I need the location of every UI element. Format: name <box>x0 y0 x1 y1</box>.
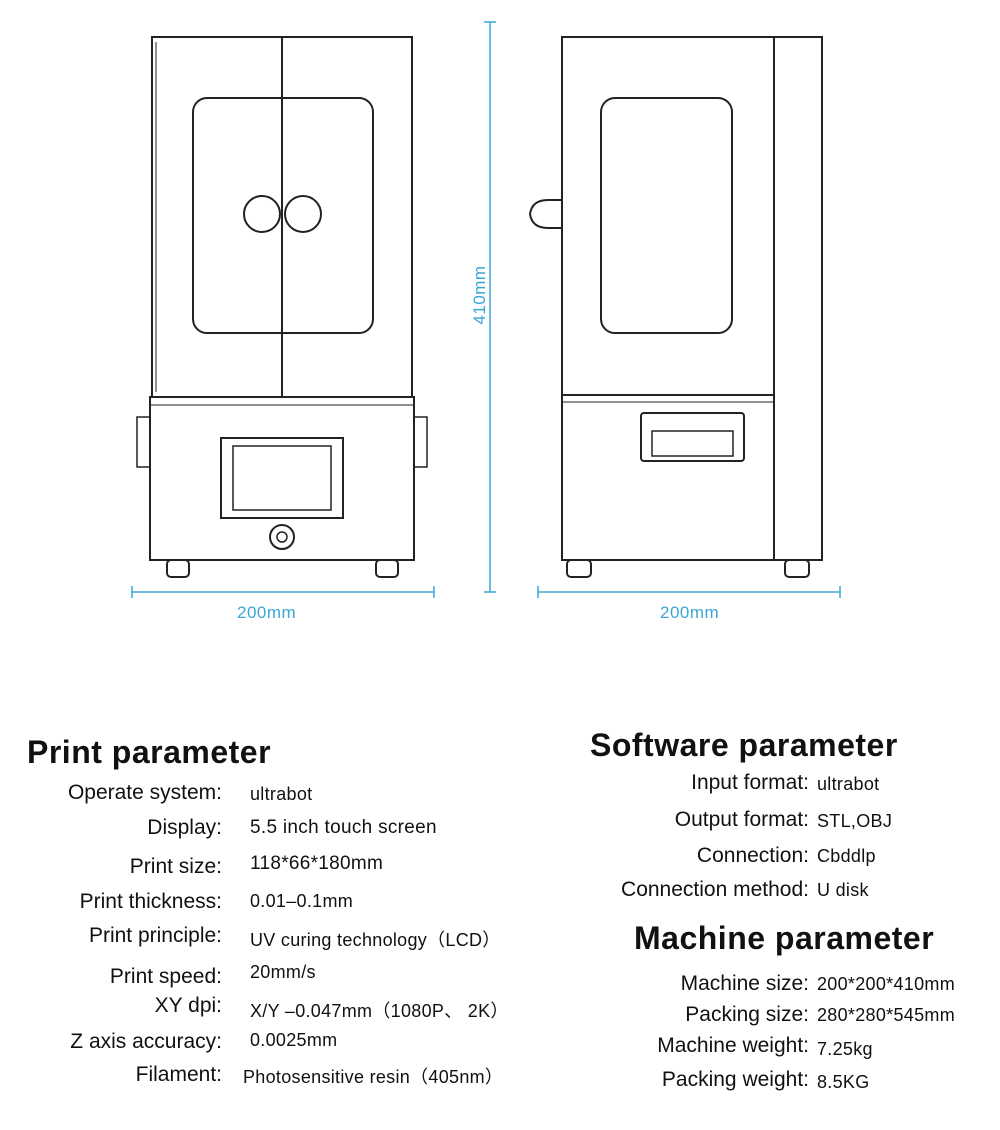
print-row-value: X/Y –0.047mm（1080P、 2K） <box>250 1001 509 1021</box>
side-base <box>561 394 775 561</box>
front-base <box>149 396 415 561</box>
print-row-value: 0.01–0.1mm <box>250 891 354 911</box>
usb-port <box>651 430 734 457</box>
side-foot-right <box>784 559 810 578</box>
software-row-value: ultrabot <box>817 774 880 794</box>
print-row-value: 5.5 inch touch screen <box>250 817 437 838</box>
front-door-knob-left <box>243 195 281 233</box>
machine-row-value: 280*280*545mm <box>817 1005 955 1025</box>
software-row-value: STL,OBJ <box>817 811 893 831</box>
print-parameter-title: Print parameter <box>27 734 272 770</box>
print-row-label: Print size: <box>129 855 222 878</box>
print-row-label: Operate system: <box>67 781 222 804</box>
print-row-value: ultrabot <box>250 784 313 804</box>
side-window <box>600 97 733 334</box>
software-row-label: Input format: <box>691 771 809 794</box>
side-door <box>561 36 775 396</box>
software-row-value: U disk <box>817 880 869 900</box>
print-row-label: Print principle: <box>88 924 222 947</box>
front-side-handle-left <box>136 416 151 468</box>
front-foot-left <box>166 559 190 578</box>
side-foot-left <box>566 559 592 578</box>
side-view <box>528 36 823 578</box>
software-parameter-title: Software parameter <box>590 727 898 763</box>
print-row-value: UV curing technology（LCD） <box>250 930 501 950</box>
print-row-value: 0.0025mm <box>250 1030 338 1050</box>
machine-row-label: Packing weight: <box>661 1068 809 1091</box>
power-button <box>269 524 295 550</box>
software-row-label: Connection: <box>696 844 809 867</box>
front-foot-right <box>375 559 399 578</box>
machine-row-value: 7.25kg <box>817 1039 873 1059</box>
print-row-value: Photosensitive resin（405nm） <box>243 1067 504 1087</box>
software-row-label: Output format: <box>674 808 809 831</box>
front-door-knob-right <box>284 195 322 233</box>
print-row-label: Filament: <box>135 1063 222 1086</box>
touch-screen <box>232 445 332 511</box>
side-knob <box>528 199 561 229</box>
height-dimension-label: 410mm <box>470 265 489 325</box>
machine-row-label: Machine size: <box>680 972 809 995</box>
side-back-column <box>773 36 823 561</box>
print-row-label: Display: <box>147 816 222 839</box>
machine-row-label: Machine weight: <box>657 1034 809 1057</box>
front-window <box>192 97 374 334</box>
print-row-label: Print thickness: <box>79 890 222 913</box>
print-row-label: Print speed: <box>109 965 222 988</box>
software-row-label: Connection method: <box>621 878 809 901</box>
machine-row-label: Packing size: <box>685 1003 809 1026</box>
front-screen-bezel <box>220 437 344 519</box>
print-row-value: 20mm/s <box>250 962 316 982</box>
front-side-handle-right <box>413 416 428 468</box>
machine-row-value: 200*200*410mm <box>817 974 955 994</box>
printer-drawing <box>131 21 841 598</box>
machine-row-value: 8.5KG <box>817 1072 870 1092</box>
machine-parameter-title: Machine parameter <box>634 920 935 956</box>
print-row-label: Z axis accuracy: <box>70 1030 222 1053</box>
print-row-label: XY dpi: <box>154 994 222 1017</box>
software-row-value: Cbddlp <box>817 846 876 866</box>
front-width-dimension-label: 200mm <box>237 603 297 622</box>
side-port-frame <box>640 412 745 462</box>
side-width-dimension-label: 200mm <box>660 603 720 622</box>
front-view <box>136 36 428 578</box>
print-row-value: 118*66*180mm <box>250 853 384 874</box>
